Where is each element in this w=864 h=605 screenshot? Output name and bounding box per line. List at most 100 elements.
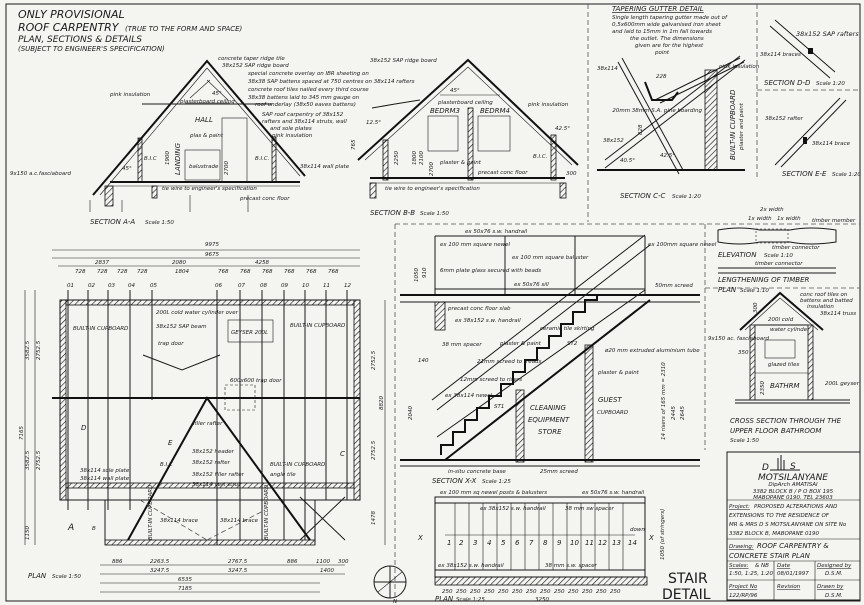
label: 38x114 vert strut: [192, 482, 241, 488]
qualification: DipArch AMATISAI: [768, 482, 818, 488]
label: balustrade: [189, 164, 219, 170]
dimension: 2645: [680, 406, 686, 420]
rafter-spacing: 728 728 728 728 768 768 768 768 768 768: [75, 269, 339, 275]
stair-section-x-x: ex 50x76 s.w. handrail ex 100 mm square …: [400, 229, 717, 485]
north-label: N: [393, 599, 397, 605]
logo-letter: D: [762, 463, 769, 473]
header-line4: (SUBJECT TO ENGINEER'S SPECIFICATION): [18, 45, 165, 53]
section-scale: Scale 1:20: [672, 194, 701, 200]
label: 38x38 battens laid to 345 mm gauge on: [248, 95, 360, 101]
step-number: 8: [543, 539, 548, 547]
dimension: 8820: [379, 396, 385, 410]
label: LENGTHENING OF TIMBER: [718, 276, 809, 284]
dimension: 3250: [535, 597, 549, 603]
label: 38x114 wall plate: [80, 476, 130, 482]
step-number: 4: [487, 539, 491, 547]
section-title: SECTION A-A: [90, 218, 135, 226]
label: 50mm screed: [655, 283, 693, 289]
dimension: 768: [218, 269, 229, 275]
label: pink insulation: [109, 92, 151, 98]
address: 3382 BLOCK B / P O BOX 195: [753, 489, 834, 495]
step-number: 13: [612, 539, 621, 547]
section-scale: Scale 1:20: [816, 81, 845, 87]
label: 300: [753, 302, 759, 313]
dimension: 886: [287, 559, 298, 565]
label: plaster & paint: [499, 341, 542, 347]
label: 38x152 rafter: [765, 116, 804, 122]
step-number: 5: [501, 539, 506, 547]
dimension: 2752.5: [36, 340, 42, 360]
label: 1x width: [748, 216, 772, 222]
label: 2700: [429, 162, 435, 176]
label: plaster and paint: [739, 102, 745, 151]
plan-title: PLAN: [28, 572, 47, 580]
goings: 250 250 250 250 250 250 250 250 250 250 …: [442, 589, 621, 595]
label: trap door: [158, 341, 184, 347]
label: 9x150 ac. fasciaboard: [708, 336, 769, 342]
label: 38x114 sole plate: [80, 468, 130, 474]
drawn-value: D.S.M.: [825, 593, 843, 599]
label: STORE: [538, 428, 562, 436]
dimension: 1804: [175, 269, 189, 275]
section-scale: Scale 1:50: [420, 211, 449, 217]
header-line1: ONLY PROVISIONAL: [18, 8, 125, 21]
dimension: 6535: [178, 577, 192, 583]
plan-title: PLAN: [435, 595, 454, 603]
label: Single length tapering gutter made out o…: [612, 15, 728, 21]
dimension: 250: [470, 589, 481, 595]
label: SAP roof carpentry of 38x152: [262, 112, 344, 118]
rafter-id: 07: [238, 283, 245, 289]
dimension: 886: [112, 559, 123, 565]
bathroom-section: conc roof tiles on battens and batted in…: [708, 291, 860, 444]
label: pink insulation: [527, 102, 569, 108]
label: Scale 1:10: [764, 253, 793, 259]
section-b-b: 38x152 SAP ridge board plasterboard ceil…: [351, 58, 579, 217]
label: UPPER FLOOR BATHROOM: [730, 427, 821, 435]
dimension: 2040: [408, 406, 414, 420]
step-number: 9: [557, 539, 562, 547]
section-title: SECTION C-C: [620, 192, 665, 200]
label: 765: [351, 139, 357, 150]
label: in-situ concrete base: [448, 469, 506, 475]
plan-scale: Scale 1:25: [456, 597, 485, 603]
rafter-id: 10: [302, 283, 309, 289]
stair-plan: 1 2 3 4 5 6 7 8 9 10 11 12 13 14 250 250…: [417, 490, 711, 603]
label: point: [654, 50, 670, 56]
rafter-id: 06: [215, 283, 222, 289]
section-d-d: 38x152 SAP rafters 38x114 braces SECTION…: [760, 19, 859, 87]
section-title: SECTION X-X: [432, 477, 476, 485]
label: tie wire to engineer's specification: [162, 186, 257, 192]
scales-label: Scales:: [729, 563, 749, 569]
label: 12.5°: [366, 120, 381, 126]
label: 14 risers of 165 mm = 2310: [661, 362, 667, 440]
label: 25mm screed: [540, 469, 578, 475]
dimension: 2263.5: [150, 559, 170, 565]
label: ex 100 mm square newel: [440, 242, 510, 248]
label: 38x152 SAP ridge board: [222, 63, 289, 69]
label: 45°: [450, 88, 460, 94]
rafter-id: 01: [67, 283, 74, 289]
label: 38x152 header: [192, 449, 235, 455]
dimension: 9675: [205, 252, 219, 258]
label: 38x114 truss: [820, 311, 856, 317]
label: ST1: [494, 404, 504, 410]
label: Scale 1:50: [730, 438, 759, 444]
label: 20mm 38mm S.A. pine boarding: [612, 108, 702, 114]
date-value: 08/01/1997: [777, 571, 809, 577]
label: pink insulation: [718, 64, 760, 70]
label: ex 38x152 s.w. handrail: [438, 563, 504, 569]
scales-value: 1:50, 1:25, 1:20: [729, 571, 774, 577]
dimension: 250: [610, 589, 621, 595]
label: 38x114 wall plate: [300, 164, 350, 170]
dimension: 140: [418, 358, 429, 364]
label: BEDRM4: [480, 107, 510, 115]
label: precast conc floor slab: [447, 306, 511, 312]
rafter-id: 04: [128, 283, 135, 289]
dimension: 1400: [320, 568, 334, 574]
label: rafters and 38x114 struts, wall: [262, 119, 347, 125]
drawing-line: CONCRETE STAIR PLAN: [729, 552, 811, 560]
label: angle tile: [270, 472, 296, 478]
label: the outlet. The dimensions: [630, 36, 704, 42]
dimension: 3247.5: [150, 568, 170, 574]
